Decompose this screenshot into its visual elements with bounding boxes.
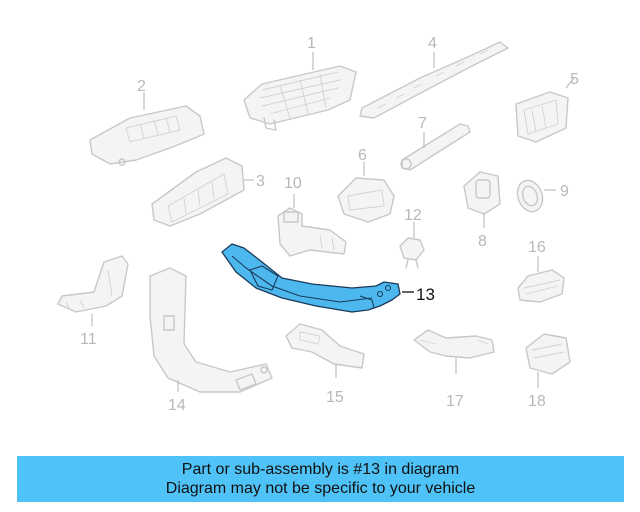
callout-2: 2 [137,78,146,95]
part-7: 7 [400,115,471,171]
callout-3: 3 [256,173,265,190]
callout-6: 6 [358,147,367,164]
part-5: 5 [515,71,579,143]
part-12: 12 [399,207,425,269]
part-16: 16 [517,239,565,303]
callout-12: 12 [404,207,422,224]
callout-16: 16 [528,239,546,256]
part-11: 11 [57,255,129,348]
part-1: 1 [243,35,357,131]
part-2: 2 [89,78,205,166]
part-6: 6 [337,147,395,223]
banner-line-2: Diagram may not be specific to your vehi… [165,480,476,497]
part-14: 14 [149,267,273,414]
callout-7: 7 [418,115,427,132]
part-4: 4 [359,35,509,119]
part-15: 15 [285,323,365,406]
callout-5: 5 [570,71,579,88]
callout-1: 1 [307,35,316,52]
callout-15: 15 [326,389,344,406]
parts-diagram: 1 4 2 5 7 3 6 [57,35,579,414]
callout-4: 4 [428,35,437,52]
callout-17: 17 [446,393,464,410]
callout-13: 13 [416,285,435,304]
part-18: 18 [525,333,571,410]
part-17: 17 [413,329,495,410]
part-10: 10 [277,175,347,257]
callout-18: 18 [528,393,546,410]
callout-8: 8 [478,233,487,250]
banner-line-1: Part or sub-assembly is #13 in diagram [181,461,460,478]
part-8: 8 [463,171,501,250]
part-13-highlighted[interactable]: 13 [221,243,435,313]
callout-11: 11 [80,331,97,348]
callout-9: 9 [560,183,569,200]
part-3: 3 [151,157,265,227]
part-9: 9 [516,179,569,213]
callout-10: 10 [284,175,302,192]
info-banner: Part or sub-assembly is #13 in diagram D… [17,456,624,502]
callout-14: 14 [168,397,186,414]
